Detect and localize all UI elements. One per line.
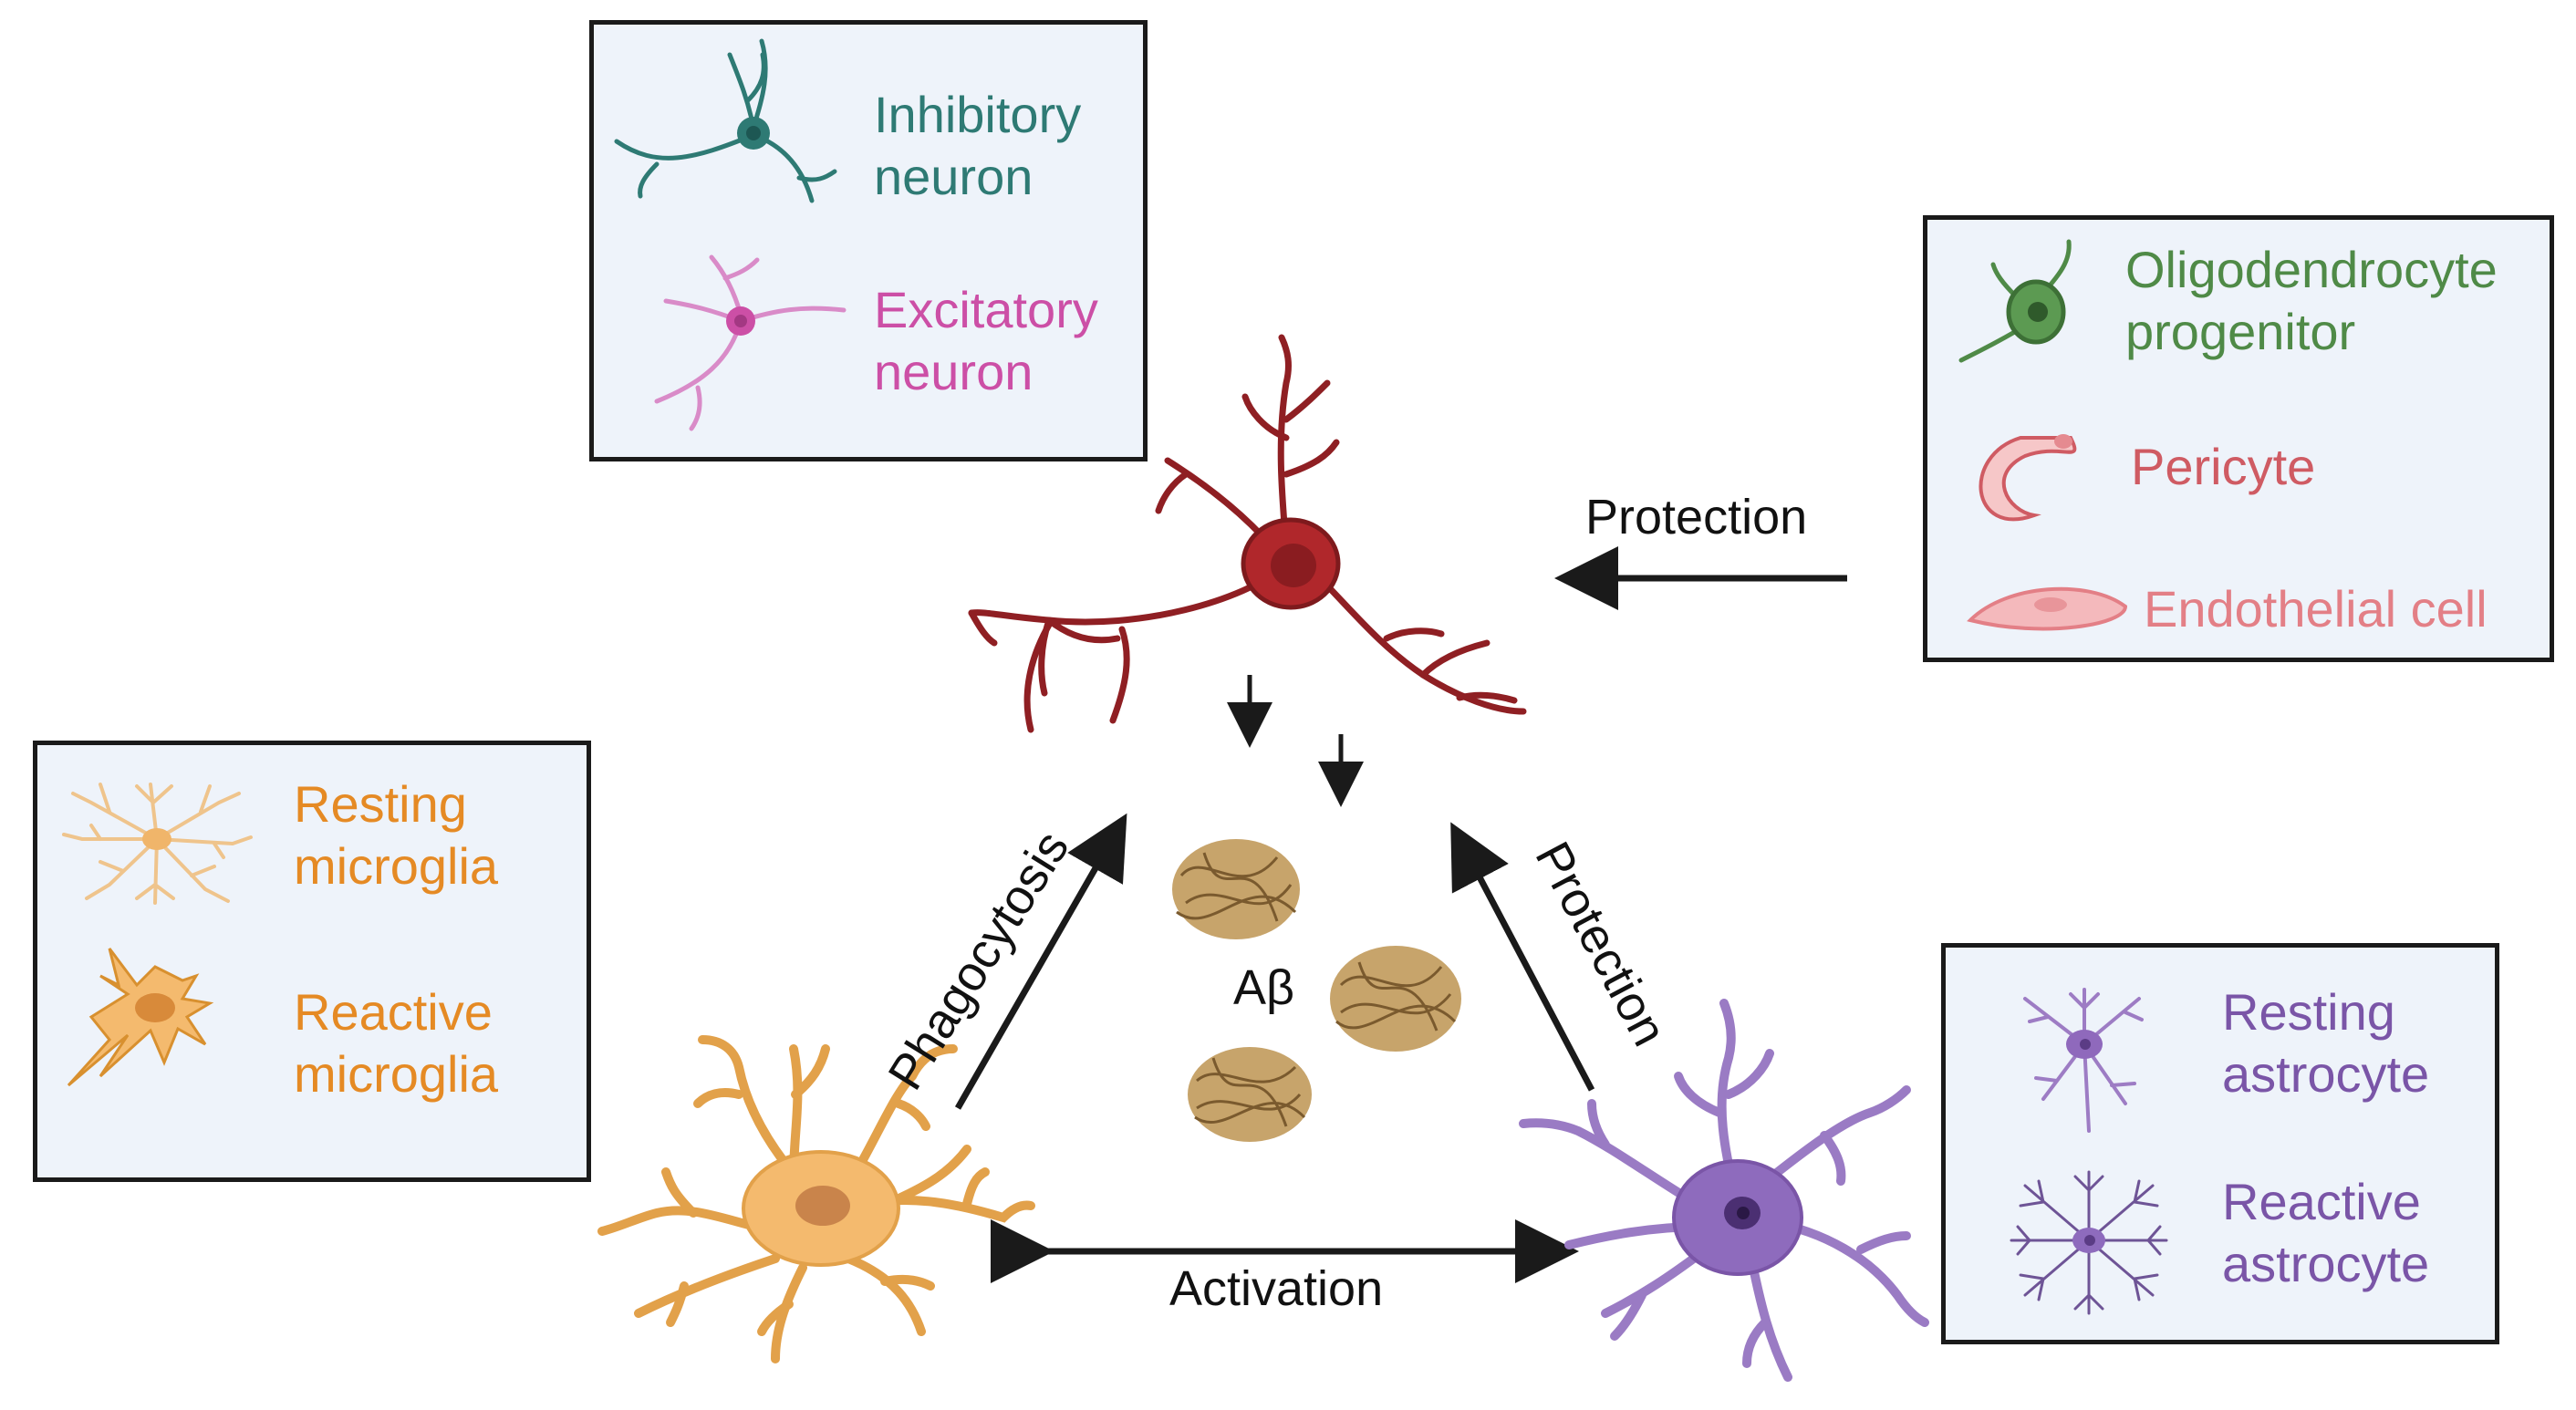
amyloid-clump-1 (1172, 839, 1300, 939)
pericyte-icon (1979, 434, 2077, 522)
oligodendrocyte-progenitor-label: Oligodendrocyte progenitor (2125, 241, 2498, 360)
activation-label: Activation (1169, 1261, 1384, 1316)
resting-astrocyte-icon (2023, 988, 2144, 1133)
inhibitory-neuron-label: Inhibitory neuron (874, 86, 1082, 205)
endothelial-cell-label: Endothelial cell (2144, 580, 2488, 638)
oligodendrocyte-progenitor-icon (1958, 239, 2072, 363)
microglia-legend-box (33, 741, 591, 1182)
reactive-astrocyte-icon (2010, 1170, 2168, 1315)
phagocytosis-arrow (954, 813, 1127, 1110)
resting-microglia-label: Resting microglia (294, 775, 499, 895)
reactive-microglia-icon (67, 948, 214, 1087)
protection-arrow-diagonal (1450, 822, 1595, 1092)
reactive-astrocyte-label: Reactive astrocyte (2222, 1173, 2430, 1292)
resting-microglia-icon (62, 783, 253, 905)
amyloid-clump-3 (1188, 1047, 1312, 1142)
reactive-microglia-cell (597, 1035, 1035, 1363)
inhibitory-neuron-icon (614, 38, 837, 203)
amyloid-clump-2 (1330, 946, 1461, 1052)
excitatory-neuron-label: Excitatory neuron (874, 281, 1098, 400)
down-arrows (1227, 675, 1364, 807)
diagram-arrows (954, 546, 1847, 1283)
protection-label-top: Protection (1585, 490, 1808, 544)
resting-astrocyte-label: Resting astrocyte (2222, 983, 2430, 1103)
pericyte-label: Pericyte (2131, 438, 2316, 495)
abeta-label: Aβ (1233, 960, 1295, 1015)
central-neuron (968, 334, 1527, 733)
endothelial-cell-icon (1967, 586, 2128, 631)
excitatory-neuron-icon (654, 254, 847, 431)
reactive-astrocyte-cell (1519, 999, 1929, 1382)
reactive-microglia-label: Reactive microglia (294, 983, 499, 1103)
